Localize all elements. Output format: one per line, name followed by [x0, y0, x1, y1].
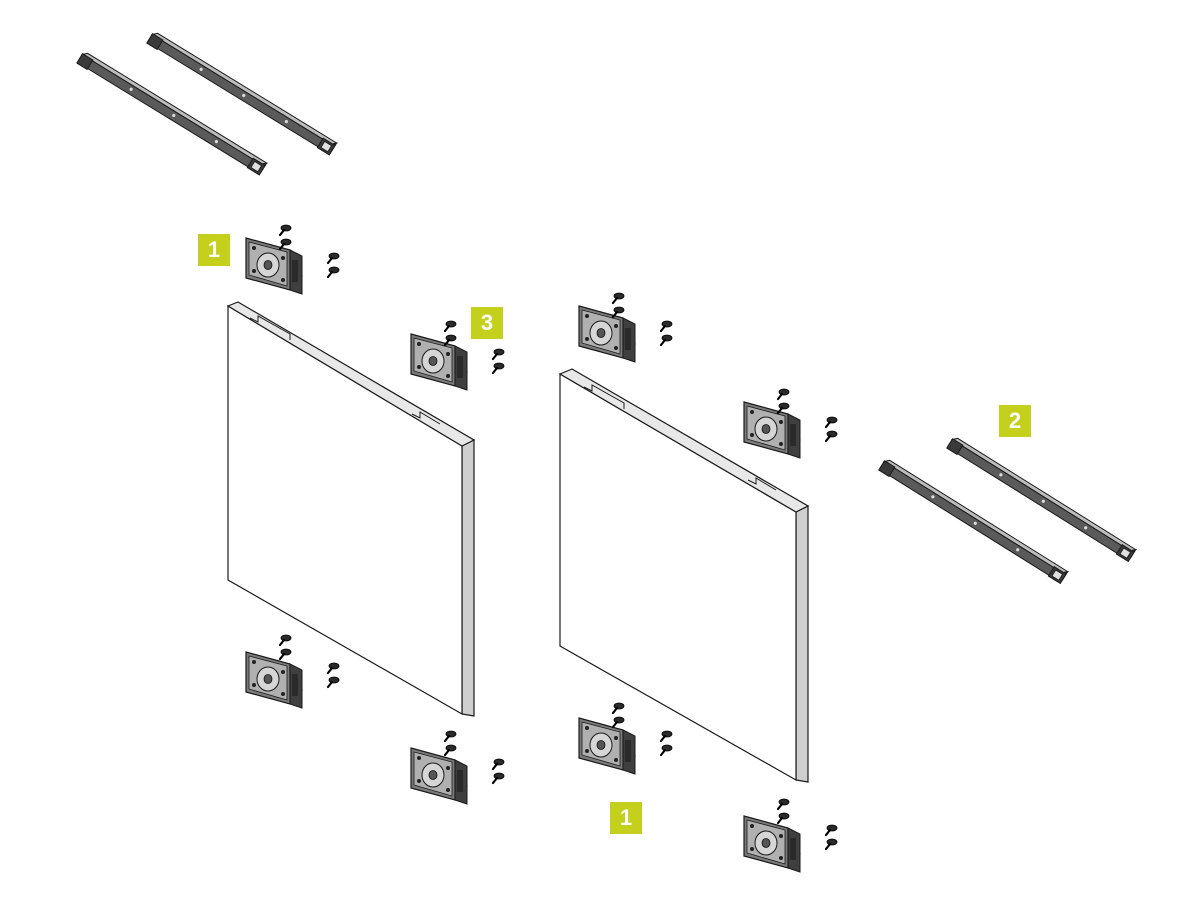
roller-bracket-bottom-center-right	[578, 717, 636, 775]
roller-bracket-bottom-left	[245, 651, 303, 709]
rail-right-front	[878, 457, 1069, 584]
rail-top-left-front	[76, 50, 268, 176]
roller-bracket-top-right-panel-right	[743, 401, 801, 459]
rail-top-left-back	[146, 30, 338, 156]
callout-badge-roller-bottom-center: 1	[610, 802, 642, 834]
roller-bracket-top-center	[410, 333, 468, 391]
roller-bracket-bottom-right	[743, 815, 801, 873]
roller-bracket-bottom-center-left	[410, 747, 468, 805]
panel-left	[226, 301, 476, 717]
roller-bracket-top-left	[245, 237, 303, 295]
callout-badge-roller-top-center: 3	[471, 307, 503, 339]
callout-badge-roller-top-left: 1	[198, 234, 230, 266]
panel-right	[558, 368, 810, 783]
callout-badge-track-pair-right: 2	[999, 405, 1031, 437]
roller-bracket-top-right-panel-left	[578, 305, 636, 363]
rail-right-back	[946, 435, 1137, 562]
